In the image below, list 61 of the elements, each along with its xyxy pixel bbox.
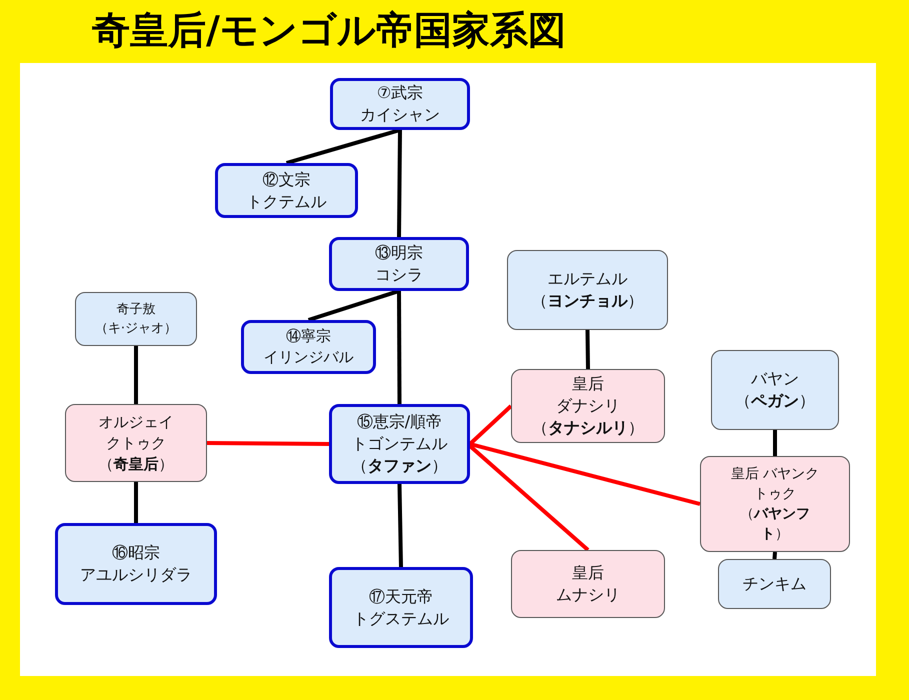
connector-line [134,346,138,404]
connector-line [397,130,402,238]
person-box [329,567,473,648]
person-box [65,404,207,482]
name-text: ⑰天元帝 [369,586,433,608]
name-text: （タナシルリ） [532,417,644,439]
name-text: 皇后 [572,562,604,584]
person-box [507,250,668,330]
name-text: （ヨンチョル） [532,290,644,312]
person-box [700,456,850,552]
title: 奇皇后/モンゴル帝国家系図 [92,7,566,54]
name-text: トグステムル [353,608,449,630]
name-text: （奇皇后） [98,454,174,474]
person-box [711,350,839,430]
connector-line [468,444,590,552]
name-text: ⑬明宗 [375,242,423,264]
connector-line [397,291,402,404]
connector-line [134,482,138,523]
name-text: イリンジバル [264,347,354,368]
name-text: 奇子敖 [116,301,156,319]
person-box [55,523,217,605]
name-text: アユルシリダラ [80,564,192,586]
name-text: 皇后 [572,373,604,395]
person-box [511,550,665,618]
person-box [241,320,376,374]
name-text: 皇后 バヤンクトゥク [730,465,820,504]
name-text: エルテムル [548,268,628,290]
person-box [330,78,470,130]
connector-line [468,404,512,446]
name-text: ダナシリ [556,395,620,417]
name-text: ⑮恵宗/順帝 [356,411,442,433]
connector-line [398,484,403,568]
name-text: （キ·ジャオ） [94,320,178,338]
name-text: ⑭寧宗 [286,326,331,347]
connector-line [308,289,400,322]
name-text: カイシャン [360,104,440,126]
name-text: ムナシリ [556,584,620,606]
name-text: トゴンテムル [352,433,448,455]
name-text: （バヤンフト） [739,505,811,544]
name-text: オルジェイクトゥク [98,412,174,454]
connector-line [470,442,700,506]
person-box [215,163,358,218]
connector-line [772,552,777,560]
name-text: ⑦武宗 [376,82,424,104]
person-box [329,237,469,291]
name-text: バヤン [751,368,799,390]
person-box [75,292,197,346]
connector-line [206,441,330,446]
person-box [511,369,665,443]
connector-line [286,128,401,165]
name-text: ⑫文宗 [262,168,310,190]
person-box [329,404,470,484]
connector-line [586,330,590,370]
person-box [718,559,831,609]
name-text: トクテムル [246,190,326,212]
name-text: （ペガン） [735,390,815,412]
name-text: （タファン） [352,455,448,477]
name-text: チンキム [742,573,806,595]
connector-line [773,430,777,456]
name-text: コシラ [375,264,423,286]
name-text: ⑯昭宗 [112,542,160,564]
